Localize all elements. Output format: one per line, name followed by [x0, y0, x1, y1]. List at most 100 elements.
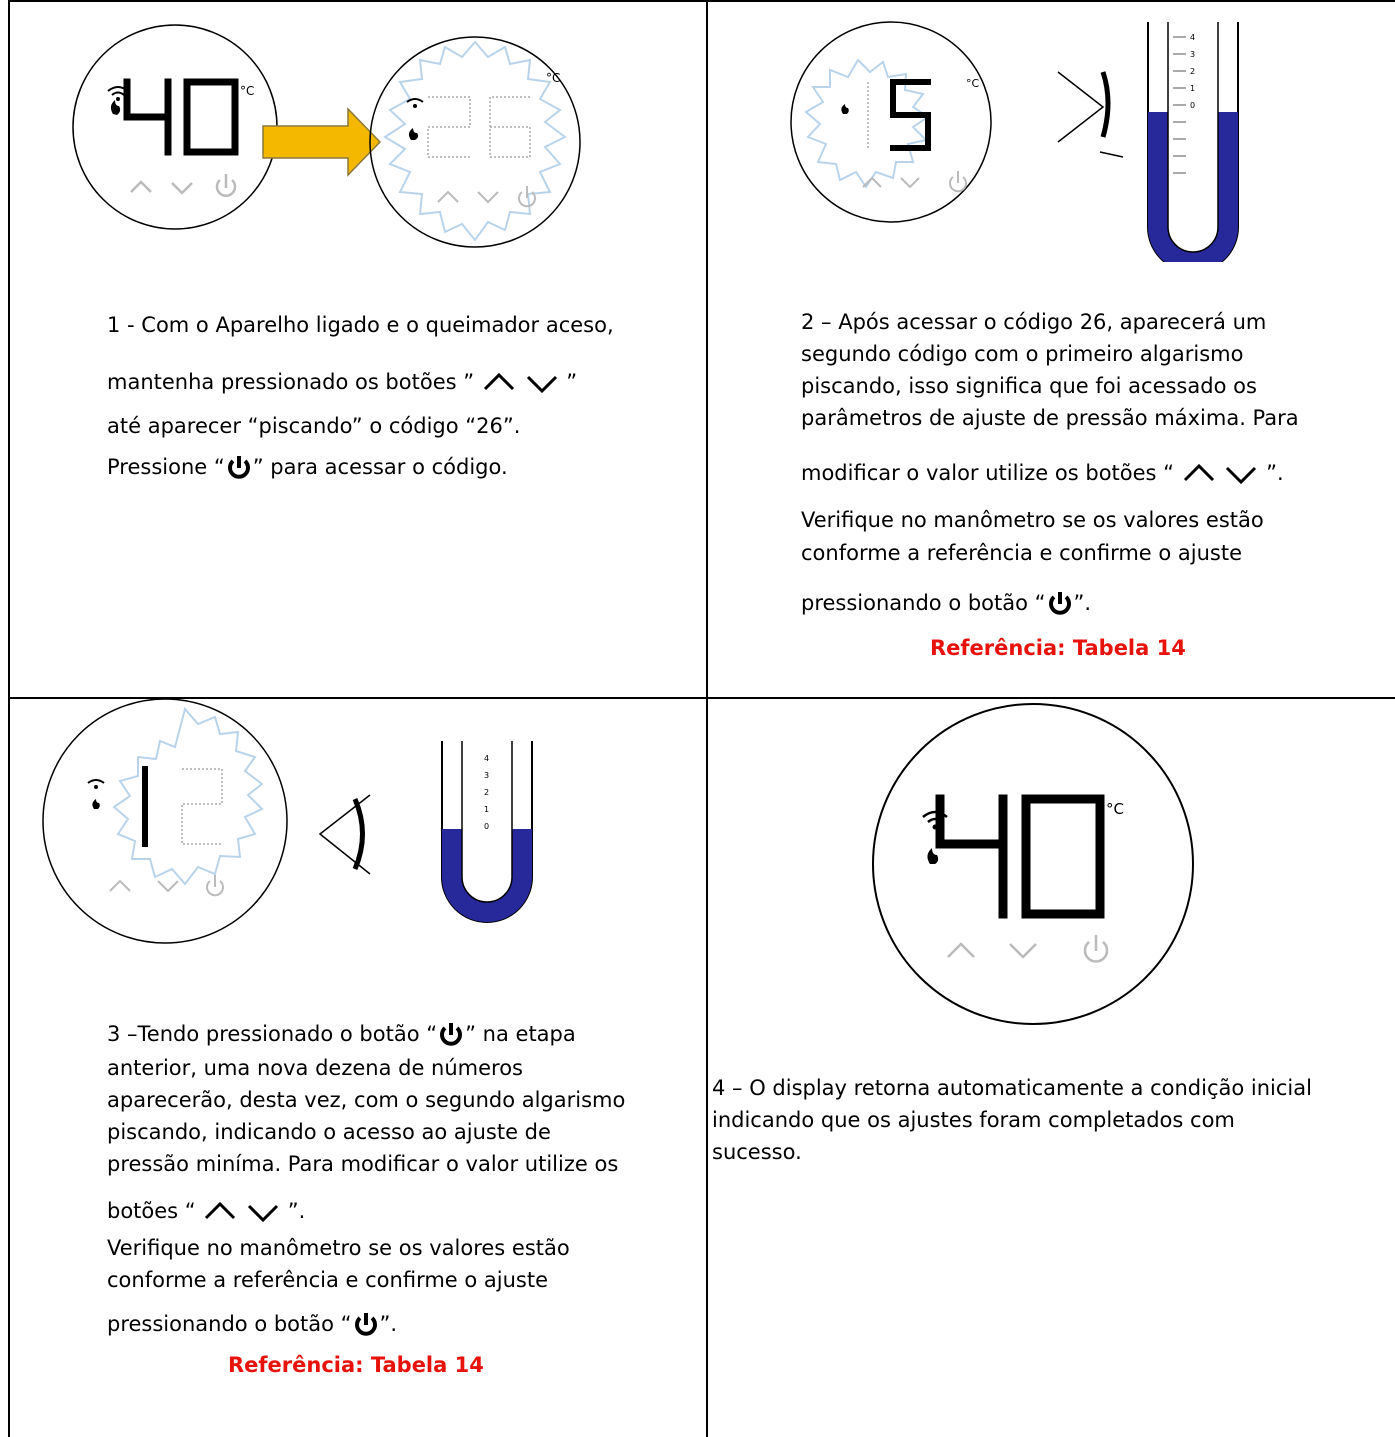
chevron-down-icon — [248, 1204, 279, 1223]
scale-tick-label: 1 — [1190, 84, 1195, 93]
svg-text:°C: °C — [966, 77, 980, 90]
step-3-line-1: 3 –Tendo pressionado o botão “ ” na etapa — [107, 1019, 576, 1050]
step-3-cell: 4 3 2 1 0 1 2 3 4 3 –Tendo pressionado o… — [10, 699, 706, 1437]
power-icon — [354, 1313, 377, 1336]
table-border-row — [8, 697, 1395, 699]
step-3-line-5: pressão miníma. Para modificar o valor u… — [107, 1152, 619, 1176]
blink-burst — [383, 40, 567, 242]
scale-tick-label: 1 — [484, 805, 489, 814]
power-icon — [215, 174, 237, 197]
chevron-up-icon — [1183, 463, 1214, 482]
power-icon — [1048, 592, 1071, 615]
step-4-illustration: °C — [872, 703, 1194, 1025]
step-2-line-8-text: pressionando o botão “ — [801, 591, 1046, 615]
table-border-middle — [706, 0, 708, 1437]
step-3-line-2: anterior, uma nova dezena de números — [107, 1056, 524, 1080]
step-1-line-1: 1 - Com o Aparelho ligado e o queimador … — [107, 313, 614, 337]
step-2-line-5-end: ”. — [1266, 461, 1284, 485]
scale-tick-label: 2 — [1190, 135, 1195, 144]
step-4-cell: °C 4 – O display retorna automaticamente… — [708, 699, 1395, 1437]
step-1-line-2: mantenha pressionado os botões ” ” — [107, 367, 577, 398]
eye-icon — [1057, 71, 1124, 158]
step-2-reference: Referência: Tabela 14 — [930, 636, 1186, 660]
step-2-line-2: segundo código com o primeiro algarismo — [801, 342, 1244, 366]
scale-tick-label: 4 — [484, 754, 489, 763]
scale-tick-label: 1 — [1190, 118, 1195, 127]
step-1-line-4: Pressione “ ” para acessar o código. — [107, 452, 508, 483]
step-2-line-8: pressionando o botão “ ”. — [801, 588, 1091, 619]
step-3-line-4: piscando, indicando o acesso ao ajuste d… — [107, 1120, 551, 1144]
step-2-line-4: parâmetros de ajuste de pressão máxima. … — [801, 406, 1299, 430]
table-border-left — [8, 0, 10, 1437]
step-1-line-4-text: Pressione “ — [107, 455, 225, 479]
step-3-line-1-end: ” na etapa — [465, 1022, 576, 1046]
step-1-line-2-end: ” — [566, 370, 578, 394]
scale-tick-label: 2 — [484, 856, 489, 865]
scale-tick-label: 3 — [1190, 152, 1195, 161]
scale-tick-label: 4 — [1190, 33, 1195, 42]
chevron-down-icon — [526, 375, 557, 394]
scale-tick-label: 2 — [484, 788, 489, 797]
chevron-up-icon — [483, 372, 514, 391]
chevron-down-icon — [171, 182, 193, 195]
step-2-line-8-end: ”. — [1073, 591, 1092, 615]
step-3-line-7: Verifique no manômetro se os valores est… — [107, 1236, 570, 1260]
step-1-line-3: até aparecer “piscando” o código “26”. — [107, 414, 521, 438]
step-3-illustration: 4 3 2 1 0 1 2 3 4 — [42, 699, 533, 944]
svg-text:°C: °C — [546, 71, 560, 85]
chevron-up-icon — [947, 942, 975, 958]
table-border-top — [8, 0, 1395, 2]
eye-icon — [318, 794, 371, 875]
scale-tick-label: 3 — [484, 771, 489, 780]
step-3-line-1-text: 3 –Tendo pressionado o botão “ — [107, 1022, 438, 1046]
scale-tick-label: 2 — [1190, 67, 1195, 76]
flame-icon — [110, 100, 121, 115]
scale-tick-label: 0 — [1190, 101, 1195, 110]
step-2-line-5-text: modificar o valor utilize os botões “ — [801, 461, 1175, 485]
scale-tick-label: 4 — [484, 890, 489, 899]
scale-tick-label: 0 — [484, 822, 489, 831]
step-3-reference: Referência: Tabela 14 — [228, 1353, 484, 1377]
scale-tick-label: 3 — [1190, 50, 1195, 59]
chevron-down-icon — [1009, 943, 1037, 959]
step-2-line-1: 2 – Após acessar o código 26, aparecerá … — [801, 310, 1267, 334]
step-4-line-2: indicando que os ajustes foram completad… — [712, 1108, 1235, 1132]
power-icon — [227, 456, 250, 479]
scale-tick-label: 4 — [1190, 169, 1195, 178]
chevron-up-icon — [130, 180, 152, 193]
step-3-line-9: pressionando o botão “ ”. — [107, 1309, 397, 1340]
scale-tick-label: 3 — [484, 873, 489, 882]
blink-burst — [804, 58, 930, 189]
arrow-right-icon — [262, 107, 382, 177]
step-2-line-6: Verifique no manômetro se os valores est… — [801, 508, 1264, 532]
step-4-line-3: sucesso. — [712, 1140, 802, 1164]
manometer: 4 3 2 1 0 1 2 3 4 — [1147, 22, 1239, 262]
manometer: 4 3 2 1 0 1 2 3 4 — [441, 741, 533, 923]
step-2-cell: °C 4 3 2 1 0 1 2 3 4 — [708, 2, 1395, 697]
step-3-line-3: aparecerão, desta vez, com o segundo alg… — [107, 1088, 626, 1112]
step-2-line-3: piscando, isso significa que foi acessad… — [801, 374, 1257, 398]
unit-label: °C — [240, 84, 254, 98]
step-3-line-9-end: ”. — [379, 1312, 398, 1336]
unit-label: °C — [1106, 800, 1124, 818]
power-icon — [440, 1023, 463, 1046]
step-3-line-6-end: ”. — [287, 1199, 306, 1223]
power-icon — [1083, 935, 1109, 963]
step-1-line-4-end: ” para acessar o código. — [252, 455, 508, 479]
step-2-line-7: conforme a referência e confirme o ajust… — [801, 541, 1243, 565]
step-3-line-6-text: botões “ — [107, 1199, 196, 1223]
step-3-line-9-text: pressionando o botão “ — [107, 1312, 352, 1336]
chevron-down-icon — [1226, 466, 1257, 485]
flame-icon — [927, 848, 939, 864]
step-3-line-8: conforme a referência e confirme o ajust… — [107, 1268, 549, 1292]
scale-tick-label: 1 — [484, 839, 489, 848]
step-3-line-6: botões “ ”. — [107, 1196, 305, 1227]
step-1-line-2-text: mantenha pressionado os botões ” — [107, 370, 475, 394]
step-2-line-5: modificar o valor utilize os botões “ ”. — [801, 458, 1284, 489]
step-4-line-1: 4 – O display retorna automaticamente a … — [712, 1076, 1312, 1100]
step-2-illustration: °C 4 3 2 1 0 1 2 3 4 — [790, 21, 1239, 262]
step-1-cell: °C °C 1 - Com o Aparelho ligado e o quei… — [10, 2, 706, 697]
chevron-up-icon — [205, 1201, 236, 1220]
step-1-illustration: °C °C — [72, 24, 581, 248]
blink-burst — [112, 706, 264, 886]
